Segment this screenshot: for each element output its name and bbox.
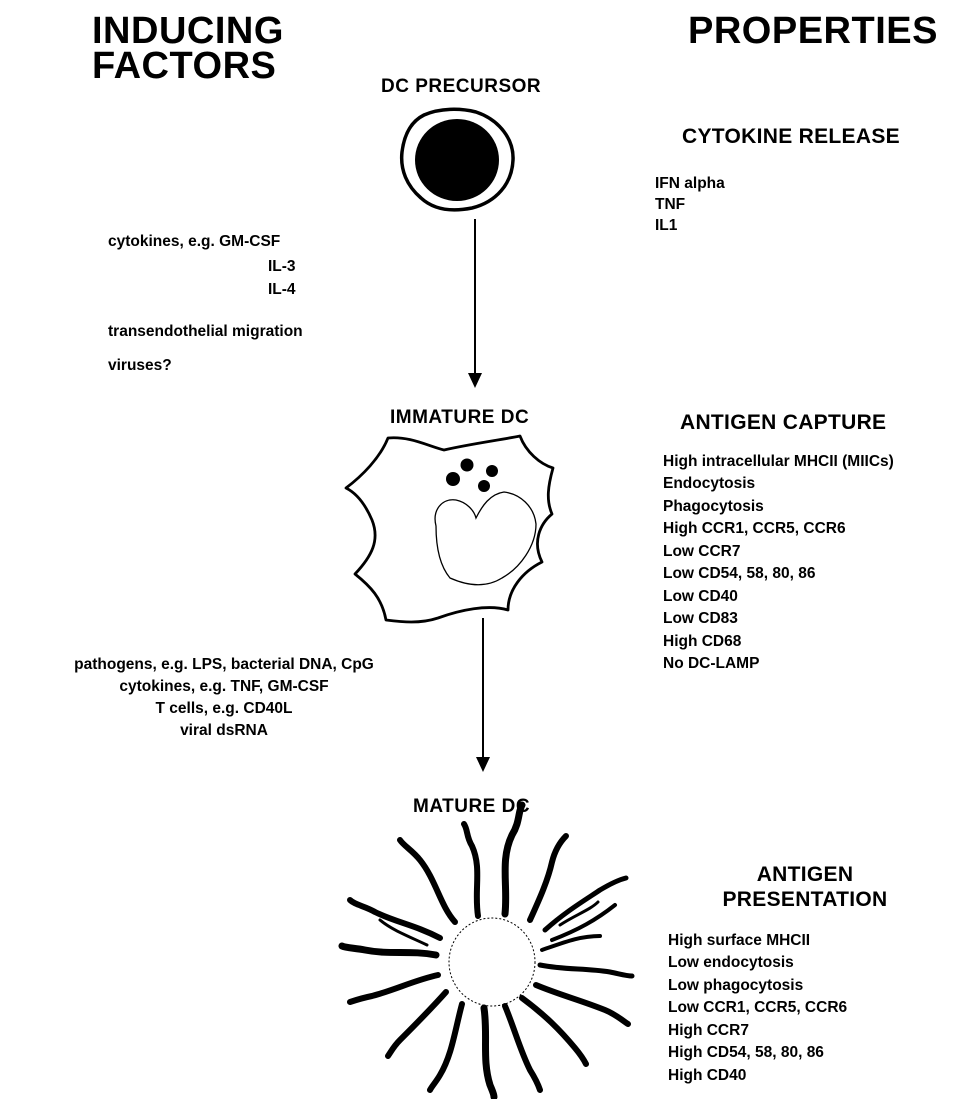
list-item: Low endocytosis bbox=[668, 952, 847, 974]
property-heading-antigen-presentation: ANTIGEN PRESENTATION bbox=[690, 862, 920, 912]
list-item: Low CD40 bbox=[663, 586, 894, 608]
list-item: Phagocytosis bbox=[663, 496, 894, 518]
property-heading-antigen-capture: ANTIGEN CAPTURE bbox=[680, 412, 886, 433]
antigen-capture-list: High intracellular MHCII (MIICs) Endocyt… bbox=[663, 451, 894, 676]
list-item: T cells, e.g. CD40L bbox=[10, 698, 438, 720]
antigen-presentation-list: High surface MHCII Low endocytosis Low p… bbox=[668, 930, 847, 1087]
list-item: High surface MHCII bbox=[668, 930, 847, 952]
list-item: Low CCR7 bbox=[663, 541, 894, 563]
cytokine-release-list: IFN alpha TNF IL1 bbox=[655, 173, 725, 237]
list-item: High CCR7 bbox=[668, 1020, 847, 1042]
list-item: High CD68 bbox=[663, 631, 894, 653]
header-left-line2: FACTORS bbox=[92, 49, 284, 84]
stage-label-precursor: DC PRECURSOR bbox=[381, 77, 541, 96]
list-item: High intracellular MHCII (MIICs) bbox=[663, 451, 894, 473]
list-item: Endocytosis bbox=[663, 473, 894, 495]
maturation-factors-list: pathogens, e.g. LPS, bacterial DNA, CpG … bbox=[10, 654, 438, 742]
factor-cytokines-gmcsf: cytokines, e.g. GM-CSF bbox=[108, 234, 280, 250]
list-item: High CD40 bbox=[668, 1065, 847, 1087]
precursor-nucleus-icon bbox=[415, 119, 499, 201]
stage-label-immature: IMMATURE DC bbox=[390, 408, 529, 427]
list-item: cytokines, e.g. TNF, GM-CSF bbox=[10, 676, 438, 698]
list-item: IFN alpha bbox=[655, 173, 725, 194]
list-item: IL1 bbox=[655, 215, 725, 236]
immature-dc-cell-icon bbox=[346, 436, 553, 622]
factor-viruses: viruses? bbox=[108, 358, 172, 374]
factor-il4: IL-4 bbox=[268, 282, 296, 298]
dc-precursor-cell-icon bbox=[402, 109, 513, 210]
list-item: High CD54, 58, 80, 86 bbox=[668, 1042, 847, 1064]
heading-line2: PRESENTATION bbox=[690, 887, 920, 912]
mature-dc-cell-icon bbox=[342, 805, 632, 1097]
properties-header: PROPERTIES bbox=[688, 14, 938, 49]
inducing-factors-header: INDUCING FACTORS bbox=[92, 14, 284, 85]
stage-label-mature: MATURE DC bbox=[413, 797, 530, 816]
list-item: Low phagocytosis bbox=[668, 975, 847, 997]
mature-cell-body-icon bbox=[449, 918, 535, 1006]
heading-line1: ANTIGEN bbox=[690, 862, 920, 887]
list-item: No DC-LAMP bbox=[663, 653, 894, 675]
list-item: pathogens, e.g. LPS, bacterial DNA, CpG bbox=[10, 654, 438, 676]
arrow-immature-to-mature bbox=[476, 618, 490, 772]
arrow-precursor-to-immature bbox=[468, 219, 482, 388]
list-item: Low CD83 bbox=[663, 608, 894, 630]
header-left-line1: INDUCING bbox=[92, 14, 284, 49]
factor-il3: IL-3 bbox=[268, 259, 296, 275]
factor-transendothelial-migration: transendothelial migration bbox=[108, 324, 303, 340]
list-item: Low CD54, 58, 80, 86 bbox=[663, 563, 894, 585]
list-item: TNF bbox=[655, 194, 725, 215]
list-item: viral dsRNA bbox=[10, 720, 438, 742]
property-heading-cytokine-release: CYTOKINE RELEASE bbox=[682, 126, 900, 147]
list-item: High CCR1, CCR5, CCR6 bbox=[663, 518, 894, 540]
list-item: Low CCR1, CCR5, CCR6 bbox=[668, 997, 847, 1019]
